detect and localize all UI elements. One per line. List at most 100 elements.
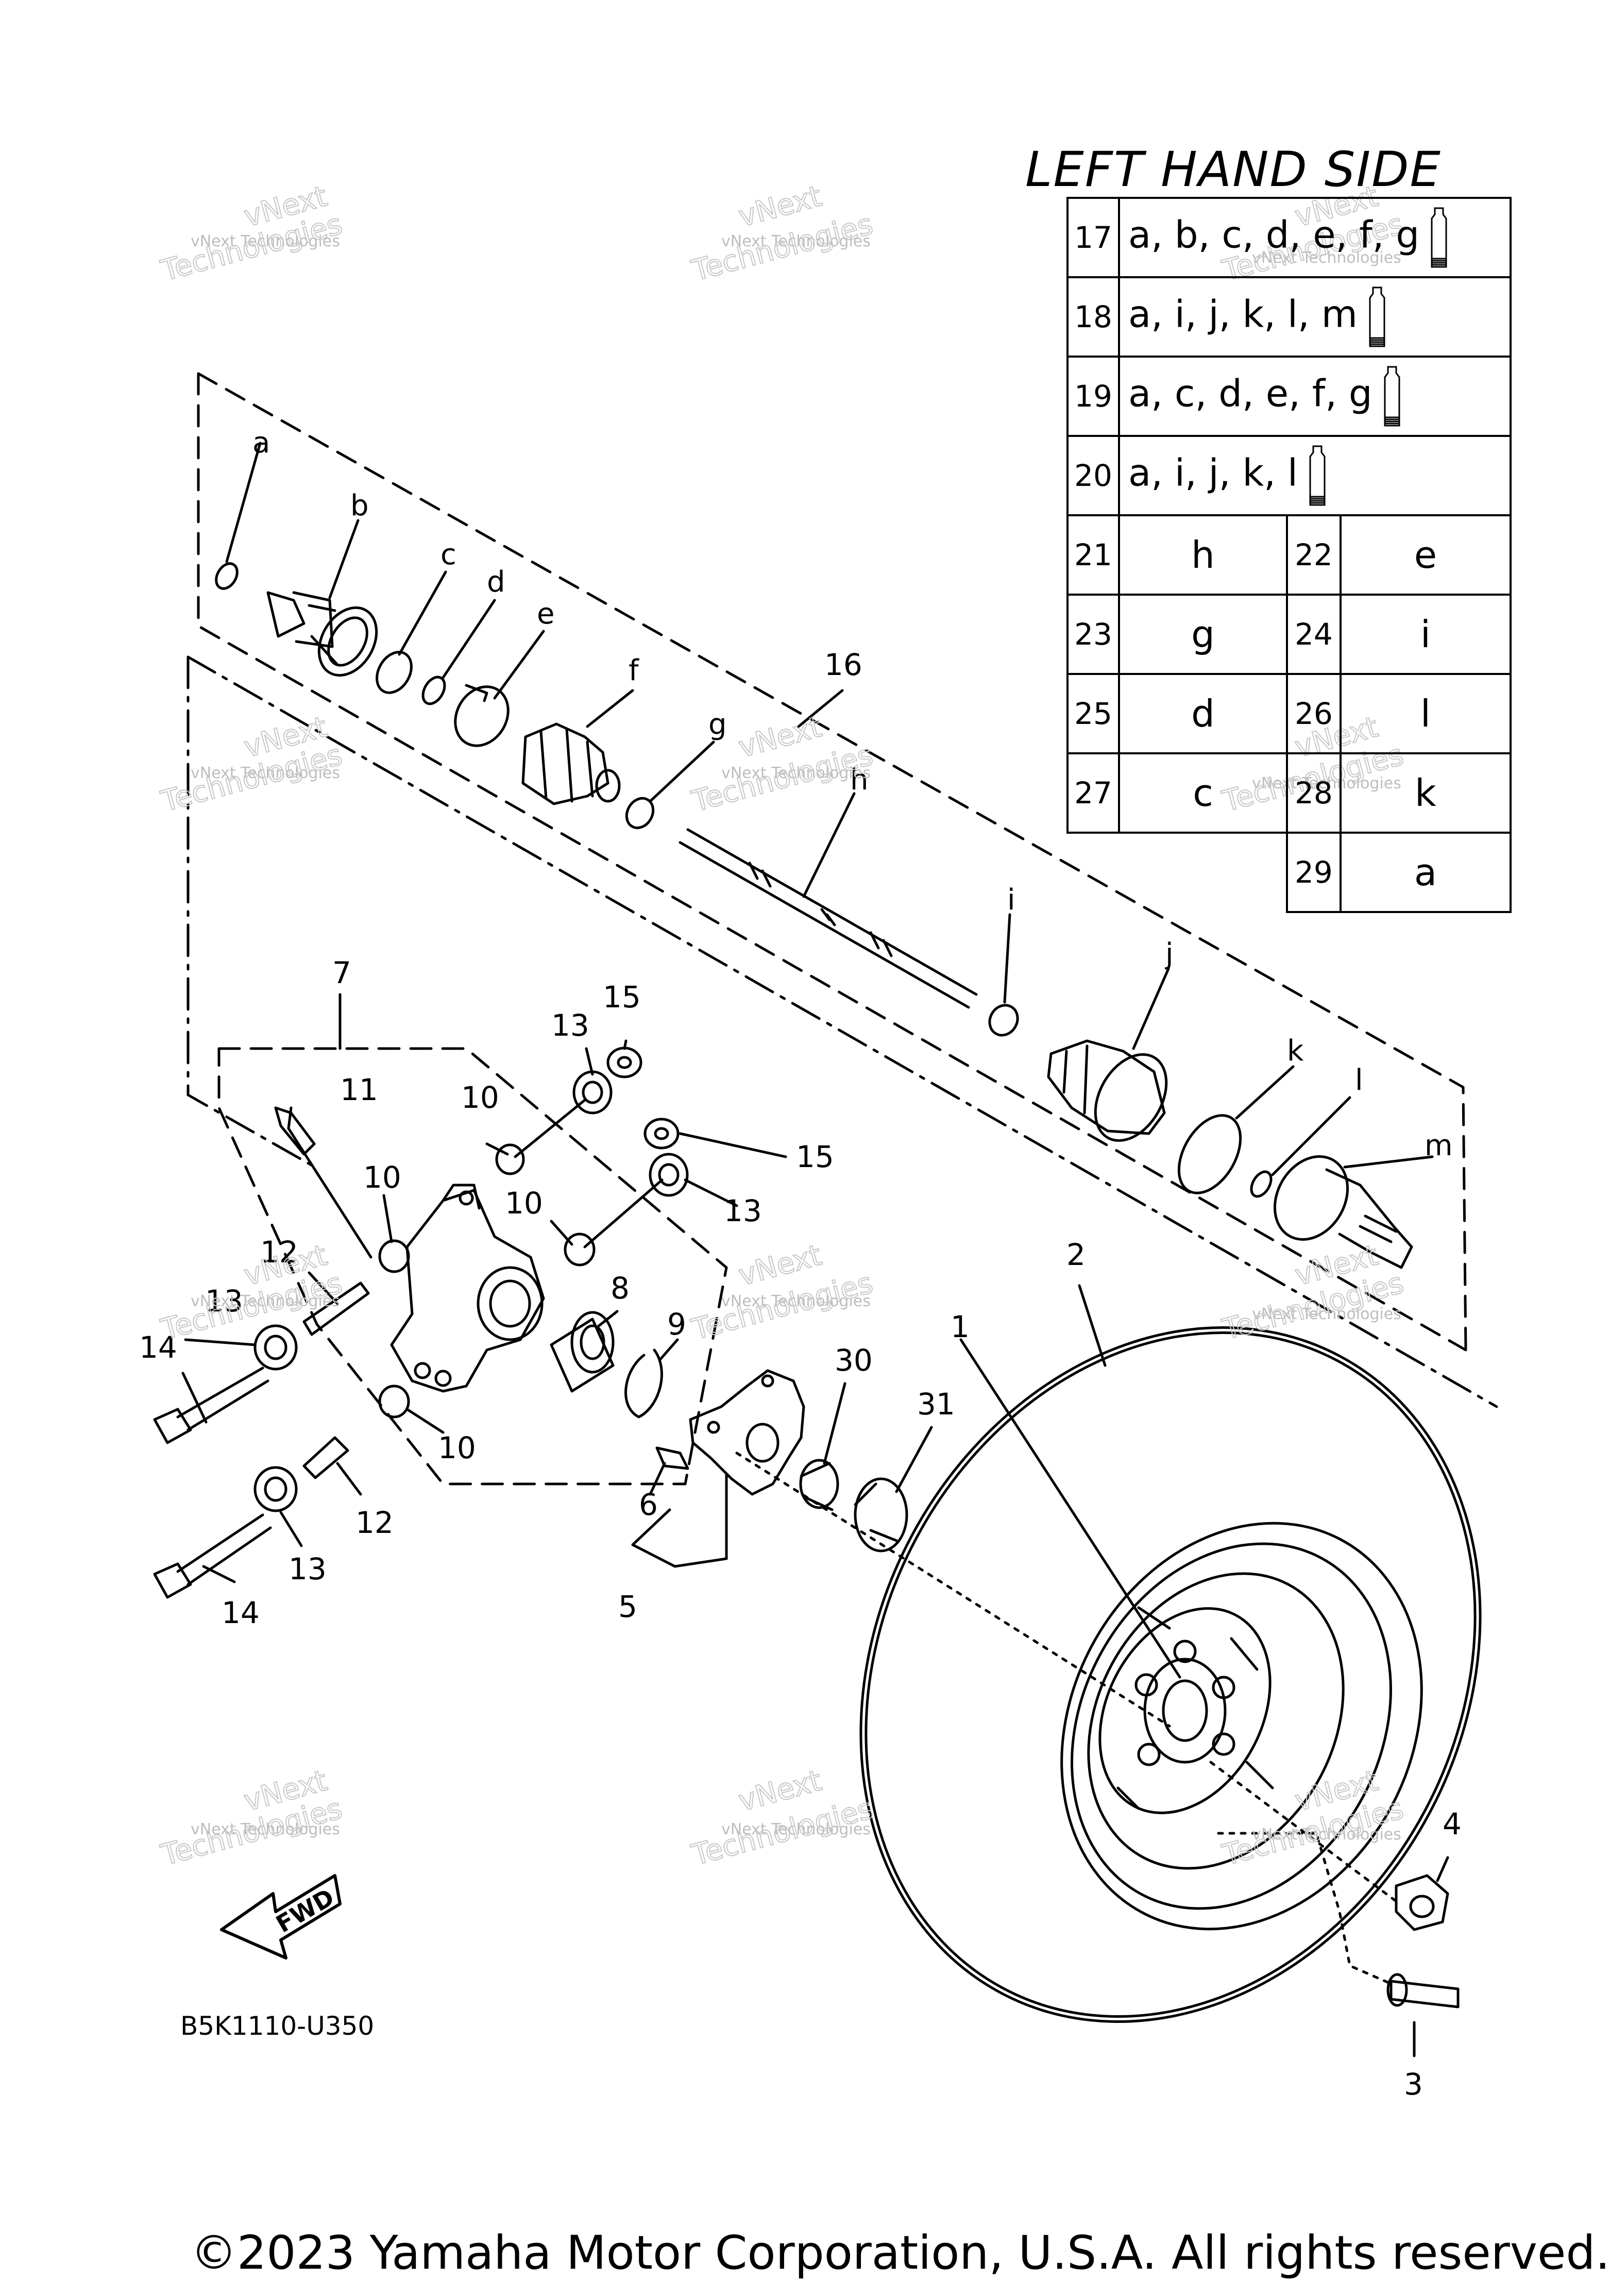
inner-joint-m — [1273, 1155, 1413, 1269]
watermark-8: vNext vNext Technologies Technologies — [688, 1238, 877, 1347]
circlip-a — [215, 562, 239, 590]
legend-val: i — [1339, 594, 1512, 675]
leader-e — [493, 630, 545, 700]
diagram-code: B5K1110-U350 — [180, 2011, 375, 2041]
grease-tube-icon — [1369, 286, 1385, 347]
grease-nipple-11 — [274, 1106, 316, 1156]
legend-num: 26 — [1286, 673, 1342, 754]
legend-num: 25 — [1066, 673, 1120, 754]
leader-10-d — [405, 1408, 445, 1434]
legend-parts: a, c, d, e, f, g — [1118, 356, 1512, 437]
leader-12-a — [308, 1271, 339, 1305]
legend-row: 27 c 28 k — [1066, 752, 1512, 834]
watermark-10: vNext vNext Technologies Technologies — [157, 1763, 346, 1872]
svg-text:vNext Technologies: vNext Technologies — [1252, 1305, 1401, 1323]
bushing-13-d — [253, 1466, 298, 1512]
label-14-a: 14 — [139, 1330, 177, 1365]
hub-5 — [689, 1369, 805, 1496]
knuckle-group-outline — [217, 1047, 728, 1485]
leader-l — [1271, 1096, 1351, 1176]
svg-text:vNext Technologies: vNext Technologies — [191, 232, 340, 250]
spacer-30 — [799, 1459, 839, 1511]
label-g: g — [708, 708, 727, 741]
leader-m — [1343, 1155, 1434, 1169]
label-3: 3 — [1404, 2067, 1423, 2102]
legend-val: h — [1118, 514, 1288, 596]
legend-val: d — [1118, 673, 1288, 754]
bearing-8 — [550, 1311, 615, 1393]
sleeve-12-upper — [302, 1281, 370, 1336]
label-a: a — [252, 426, 270, 460]
legend-val: k — [1339, 752, 1512, 834]
svg-text:vNext Technologies: vNext Technologies — [191, 1820, 340, 1838]
copyright-notice: ©2023 Yamaha Motor Corporation, U.S.A. A… — [191, 2226, 1610, 2280]
outer-joint-b — [266, 591, 378, 677]
boot-j — [1047, 1039, 1168, 1142]
bushing-13-b — [649, 1153, 689, 1197]
legend-num: 17 — [1066, 197, 1120, 278]
band-e — [454, 684, 510, 747]
oring-c — [376, 651, 413, 694]
leader-j — [1132, 967, 1170, 1050]
collar-10-d — [378, 1385, 410, 1419]
leader-14-b — [202, 1565, 236, 1583]
label-2: 2 — [1066, 1237, 1086, 1272]
leader-16 — [797, 689, 844, 728]
label-13-c: 13 — [205, 1284, 243, 1319]
leader-c — [398, 570, 447, 656]
circlip-9 — [624, 1348, 663, 1419]
label-l: l — [1355, 1063, 1363, 1097]
leader-13-a — [585, 1047, 594, 1076]
nut-15-upper — [606, 1046, 642, 1078]
label-h: h — [850, 763, 869, 797]
leader-1 — [959, 1338, 1181, 1679]
grease-tube-icon — [1384, 366, 1400, 427]
label-d: d — [487, 565, 505, 599]
label-1: 1 — [951, 1309, 970, 1344]
svg-text:vNext Technologies: vNext Technologies — [721, 1292, 871, 1310]
label-k: k — [1287, 1034, 1304, 1068]
leader-8 — [596, 1310, 619, 1328]
nut-leader — [1209, 1761, 1398, 1903]
leader-g — [649, 740, 715, 803]
label-e: e — [537, 597, 554, 631]
legend-num: 29 — [1286, 832, 1342, 913]
wheel-assembly — [859, 1326, 1482, 2023]
leader-i — [1003, 913, 1011, 1004]
label-5: 5 — [618, 1589, 637, 1624]
band-k — [1177, 1114, 1242, 1194]
band-g — [625, 797, 655, 830]
legend-num: 23 — [1066, 594, 1120, 675]
leader-h — [802, 792, 856, 898]
watermark-9: vNext vNext Technologies Technologies — [1218, 1238, 1408, 1347]
label-4: 4 — [1443, 1807, 1462, 1842]
leader-14-a — [181, 1372, 208, 1424]
legend-row: 17 a, b, c, d, e, f, g — [1066, 197, 1512, 278]
watermark-2: vNext vNext Technologies Technologies — [688, 179, 877, 288]
watermark-11: vNext vNext Technologies Technologies — [688, 1763, 877, 1872]
label-6: 6 — [639, 1487, 658, 1522]
bushing-13-a — [572, 1070, 613, 1115]
legend-num: 27 — [1066, 752, 1120, 834]
leader-d — [442, 599, 496, 679]
leader-a — [225, 442, 262, 563]
leader-15-a — [623, 1039, 628, 1050]
leader-4 — [1436, 1856, 1449, 1882]
leader-12-b — [336, 1462, 362, 1496]
legend-parts: a, i, j, k, l, m — [1118, 276, 1512, 358]
svg-text:vNext Technologies: vNext Technologies — [721, 232, 871, 250]
label-c: c — [440, 538, 456, 571]
label-9: 9 — [667, 1307, 686, 1342]
leader-f — [586, 689, 634, 728]
collar-10-b — [564, 1233, 596, 1267]
svg-text:vNext Technologies: vNext Technologies — [191, 1292, 340, 1310]
legend-num: 20 — [1066, 435, 1120, 516]
leader-13-b — [684, 1178, 738, 1207]
leader-6 — [649, 1462, 666, 1496]
legend-row: 25 d 26 l — [1066, 673, 1512, 754]
valve-leader — [1217, 1832, 1393, 1985]
label-10-b: 10 — [505, 1186, 543, 1221]
fwd-label: FWD — [272, 1883, 339, 1938]
label-m: m — [1425, 1129, 1453, 1162]
legend-row: 18 a, i, j, k, l, m — [1066, 276, 1512, 358]
